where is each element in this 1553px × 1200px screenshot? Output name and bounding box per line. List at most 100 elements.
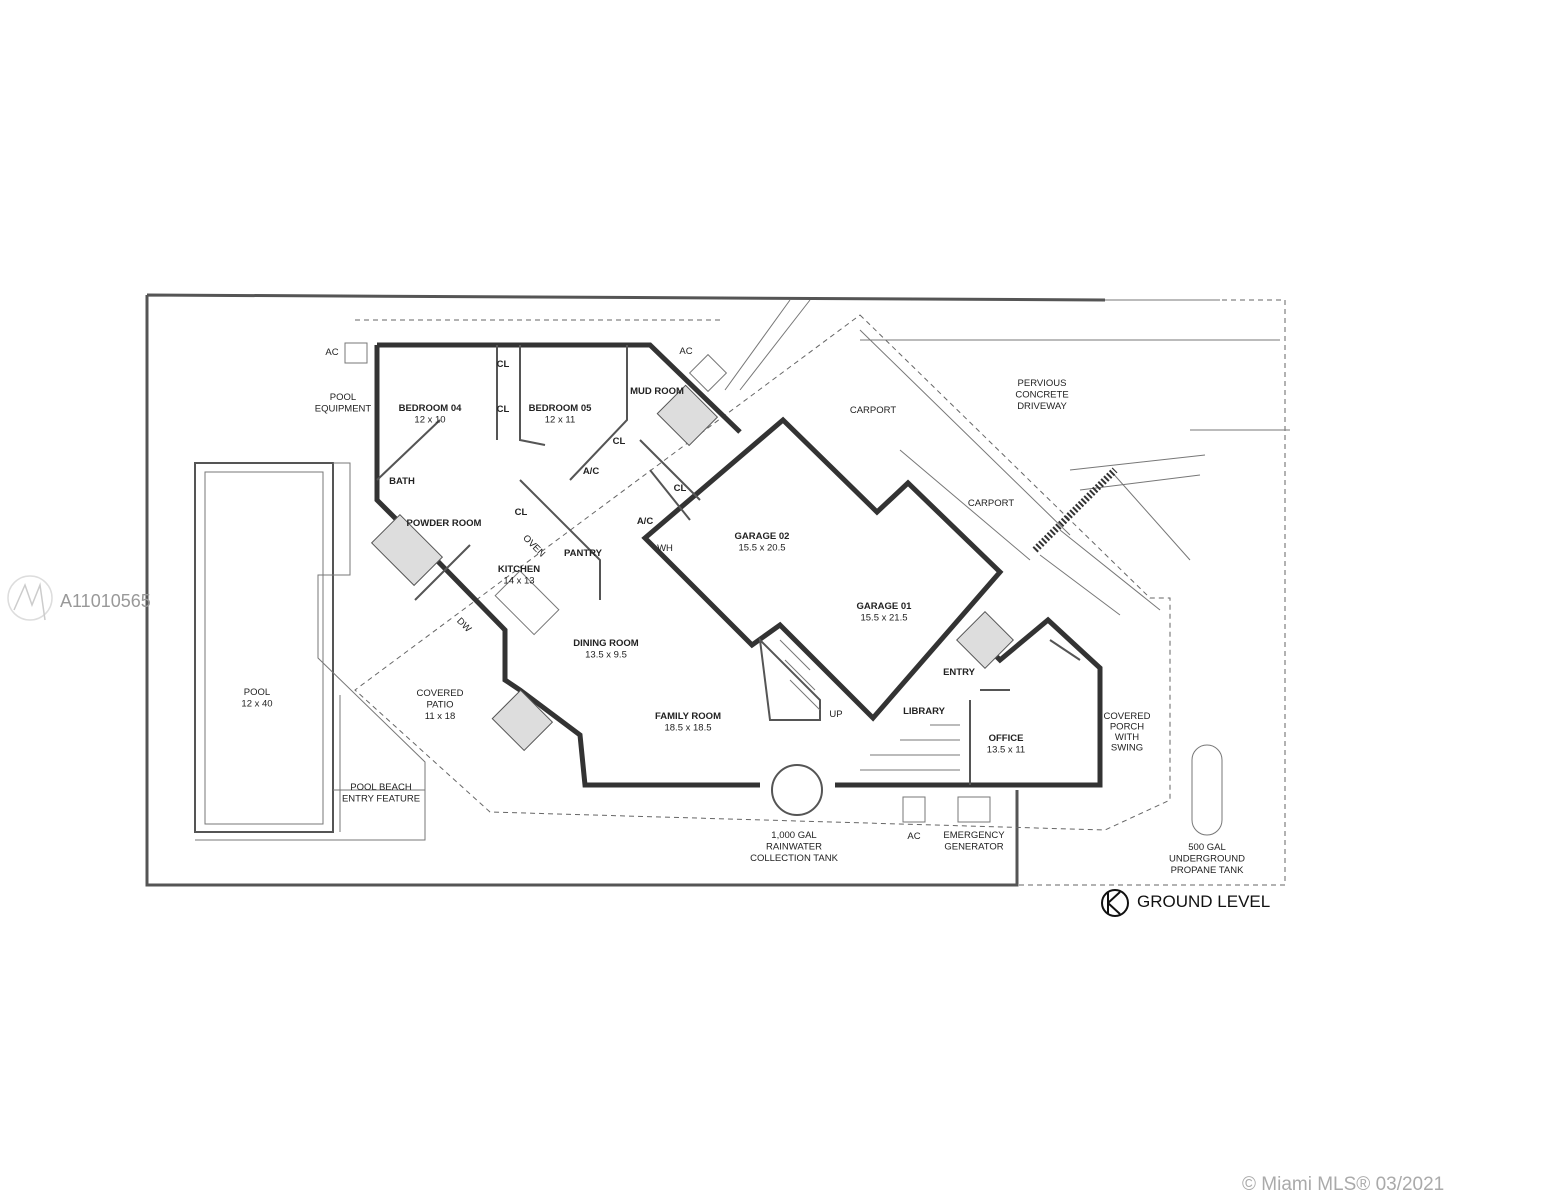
- rainwater-tank-circle: [771, 764, 823, 816]
- room-detail: 14 x 13: [503, 576, 534, 587]
- label-closet-3: CL: [613, 436, 626, 447]
- label-closet-5: CL: [515, 507, 528, 518]
- room-detail: DRIVEWAY: [1017, 401, 1067, 412]
- copyright-notice: © Miami MLS® 03/2021: [1242, 1174, 1444, 1195]
- room-detail: CONCRETE: [1015, 390, 1068, 401]
- ac-unit-bottom: [902, 796, 926, 823]
- room-name: FAMILY ROOM: [655, 711, 721, 722]
- room-detail: GENERATOR: [944, 842, 1003, 853]
- label-library: LIBRARY: [903, 706, 946, 717]
- room-name: CL: [674, 483, 687, 494]
- label-ac-top: AC: [679, 346, 692, 357]
- ac-unit-left: [344, 342, 368, 364]
- label-water-heater: WH: [657, 543, 673, 554]
- label-carport-2: CARPORT: [968, 498, 1014, 509]
- site-boundary: [145, 293, 1290, 887]
- room-detail: 12 x 10: [414, 415, 445, 426]
- label-ac-closet-1: A/C: [583, 466, 600, 477]
- ac-unit-top: [688, 353, 728, 393]
- room-name: POOL: [244, 687, 270, 698]
- room-name: POWDER ROOM: [407, 518, 482, 529]
- house-walls: [370, 342, 1103, 788]
- room-detail: 13.5 x 9.5: [585, 650, 627, 661]
- stepping-bars: [1032, 467, 1118, 553]
- generator-unit: [957, 796, 991, 823]
- room-name: LIBRARY: [903, 706, 946, 717]
- room-name: AC: [907, 831, 920, 842]
- room-name: BATH: [389, 476, 415, 487]
- room-name: CL: [515, 507, 528, 518]
- room-name: GARAGE 01: [857, 601, 913, 612]
- room-name: AC: [325, 347, 338, 358]
- label-bath: BATH: [389, 476, 415, 487]
- room-name: KITCHEN: [498, 564, 540, 575]
- room-name: ENTRY: [943, 667, 976, 678]
- label-oven: OVEN: [520, 533, 547, 560]
- room-name: OVEN: [520, 533, 547, 560]
- mls-watermark-logo: [7, 575, 53, 621]
- room-name: CARPORT: [850, 405, 896, 416]
- room-detail: 12 x 11: [545, 415, 575, 426]
- room-detail: COLLECTION TANK: [750, 853, 838, 864]
- room-detail: PORCH: [1110, 722, 1144, 733]
- pool-outline: [194, 462, 426, 841]
- room-detail: EQUIPMENT: [315, 404, 372, 415]
- label-mud-room: MUD ROOM: [630, 386, 684, 397]
- room-name: A/C: [583, 466, 600, 477]
- room-name: POOL: [330, 392, 356, 403]
- label-carport-1: CARPORT: [850, 405, 896, 416]
- room-detail: ENTRY FEATURE: [342, 794, 420, 805]
- room-detail: PATIO: [426, 700, 453, 711]
- room-detail: PROPANE TANK: [1171, 865, 1245, 876]
- room-detail: 15.5 x 21.5: [860, 613, 907, 624]
- room-name: POOL BEACH: [350, 782, 412, 793]
- room-name: COVERED: [417, 688, 464, 699]
- room-detail: 15.5 x 20.5: [738, 543, 785, 554]
- label-pantry: PANTRY: [564, 548, 603, 559]
- room-name: BEDROOM 04: [399, 403, 463, 414]
- room-name: PANTRY: [564, 548, 603, 559]
- driveway-ramp: [1039, 454, 1206, 616]
- room-detail: UNDERGROUND: [1169, 854, 1245, 865]
- room-name: DINING ROOM: [573, 638, 639, 649]
- room-name: A/C: [637, 516, 654, 527]
- room-name: 1,000 GAL: [771, 830, 816, 841]
- room-name: MUD ROOM: [630, 386, 684, 397]
- room-name: WH: [657, 543, 673, 554]
- room-detail: 12 x 40: [241, 699, 272, 710]
- label-powder-room: POWDER ROOM: [407, 518, 482, 529]
- plan-title: GROUND LEVEL: [1137, 892, 1270, 911]
- room-name: EMERGENCY: [943, 830, 1005, 841]
- label-entry: ENTRY: [943, 667, 976, 678]
- label-ac-bottom: AC: [907, 831, 920, 842]
- room-name: CARPORT: [968, 498, 1014, 509]
- room-name: CL: [613, 436, 626, 447]
- label-closet-2: CL: [497, 404, 510, 415]
- north-arrow-icon: [1101, 889, 1129, 917]
- label-ac-closet-2: A/C: [637, 516, 654, 527]
- room-name: 500 GAL: [1188, 842, 1226, 853]
- room-detail: 11 x 18: [425, 711, 455, 722]
- label-stairs-up: UP: [829, 709, 842, 720]
- room-name: CL: [497, 404, 510, 415]
- room-name: UP: [829, 709, 842, 720]
